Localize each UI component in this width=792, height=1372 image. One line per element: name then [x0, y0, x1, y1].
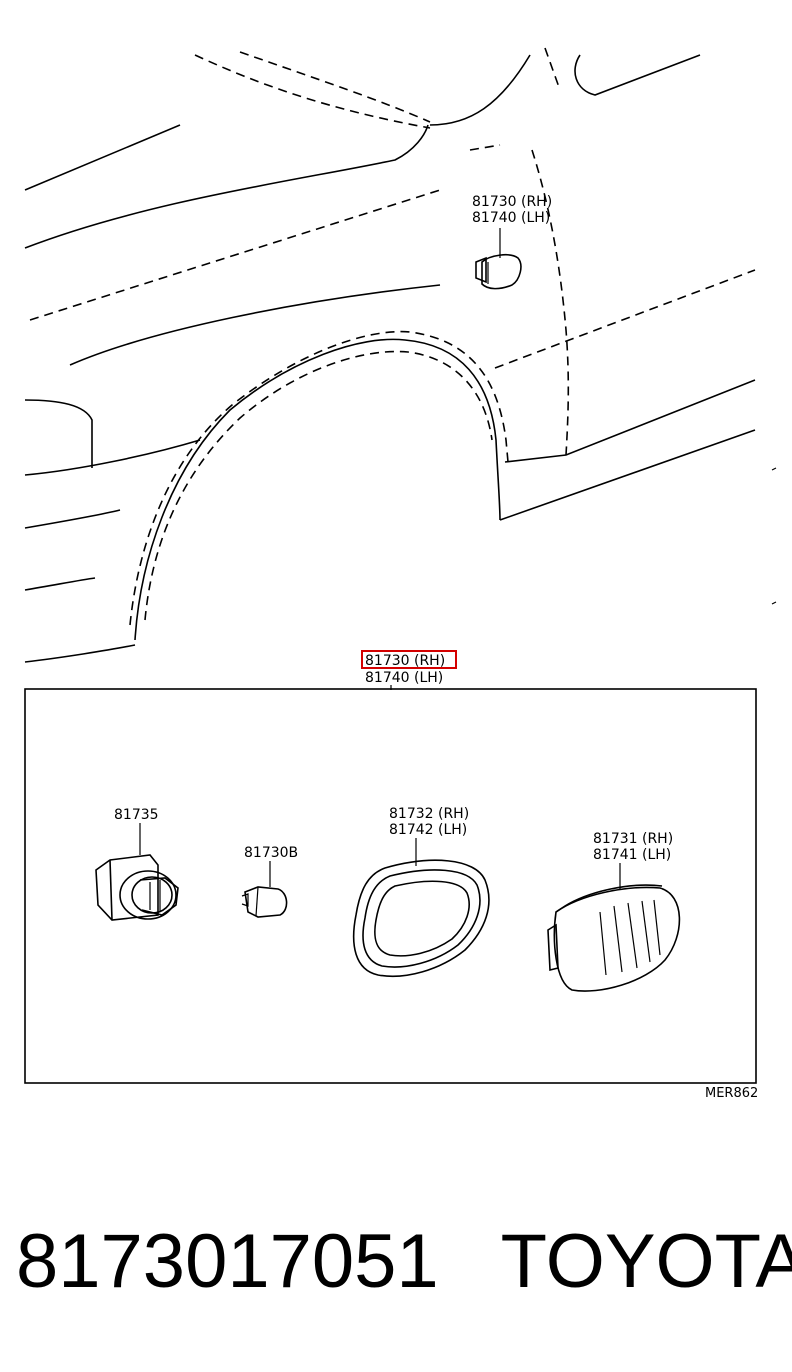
bulb-socket [95, 854, 179, 921]
lens-callout-lh: 81741 (LH) [593, 847, 671, 863]
marker-lens [547, 884, 681, 992]
footer-part-info: 8173017051 TOYOTA [16, 1218, 792, 1305]
part-number: 8173017051 [16, 1219, 439, 1304]
exploded-view-box [24, 688, 757, 1084]
lens-callout-rh: 81731 (RH) [593, 831, 673, 847]
bulb-callout: 81730B [244, 845, 298, 861]
assembly-callout-lh: 81740 (LH) [365, 670, 443, 686]
gasket-callout-rh: 81732 (RH) [389, 806, 469, 822]
assembly-callout-rh: 81730 (RH) [365, 653, 445, 669]
gasket-callout-lh: 81742 (LH) [389, 822, 467, 838]
brand-name: TOYOTA [500, 1219, 792, 1304]
socket-callout: 81735 [114, 807, 159, 823]
wedge-bulb [241, 886, 288, 918]
car-callout-lh: 81740 (LH) [472, 210, 550, 226]
lens-gasket [352, 859, 490, 978]
side-marker-on-car [475, 253, 522, 290]
diagram-code: MER862 [705, 1086, 758, 1101]
car-body-outline [24, 47, 777, 663]
car-callout-rh: 81730 (RH) [472, 194, 552, 210]
highlight-box [361, 650, 457, 669]
